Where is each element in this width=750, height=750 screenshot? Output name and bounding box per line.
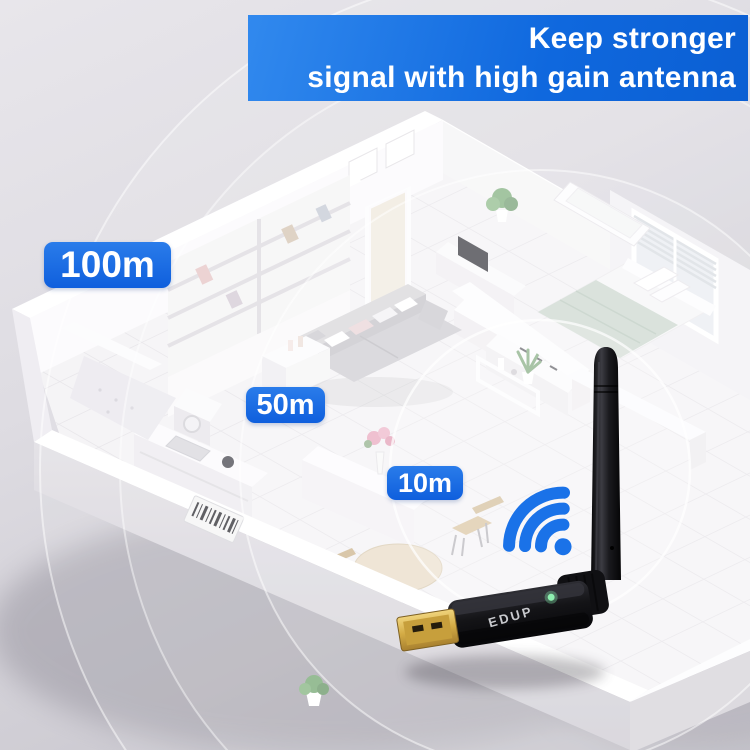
bedroom-plant (516, 348, 542, 384)
barcode-sticker (183, 495, 245, 543)
bed-pillow (648, 279, 692, 303)
wifi-signal-icon (503, 486, 572, 556)
dining-chair (451, 496, 504, 557)
bed-blanket (538, 280, 678, 358)
books (195, 204, 332, 309)
bookshelf (167, 175, 362, 417)
bathtub (553, 181, 651, 247)
led-indicator (547, 593, 555, 601)
range-ring-50m (239, 169, 750, 750)
sofa-armrest (418, 300, 448, 330)
left-bathroom-laundry (62, 322, 222, 446)
sofa-pillows (324, 297, 418, 347)
bedroom (476, 258, 716, 418)
usb-adapter-product: EDUP (396, 347, 621, 689)
range-label-50m: 50m (246, 387, 325, 423)
potted-plant-top (486, 188, 518, 222)
pot (222, 456, 234, 468)
flower-vase (364, 427, 395, 475)
signal-range-circles (39, 0, 750, 750)
headline-line-2: signal with high gain antenna (307, 61, 736, 94)
product-shadow (405, 655, 605, 689)
range-label-100m: 100m (44, 242, 171, 288)
bedroom-shelf (476, 354, 540, 418)
kitchen-counter (134, 420, 268, 519)
headline-line-1: Keep stronger (528, 22, 736, 55)
usb-plug (396, 608, 460, 652)
sofa (294, 284, 462, 407)
kitchen-sink (165, 435, 211, 462)
headline-banner: Keep stronger signal with high gain ante… (248, 15, 748, 101)
washing-machine (174, 388, 222, 446)
antenna (591, 347, 621, 580)
adapter-body-group: EDUP (396, 570, 609, 652)
floor-plant (299, 675, 329, 706)
monitor (458, 236, 488, 272)
bed-pillow (632, 266, 680, 292)
range-label-10m: 10m (387, 466, 463, 500)
range-ring-100m (39, 0, 750, 750)
